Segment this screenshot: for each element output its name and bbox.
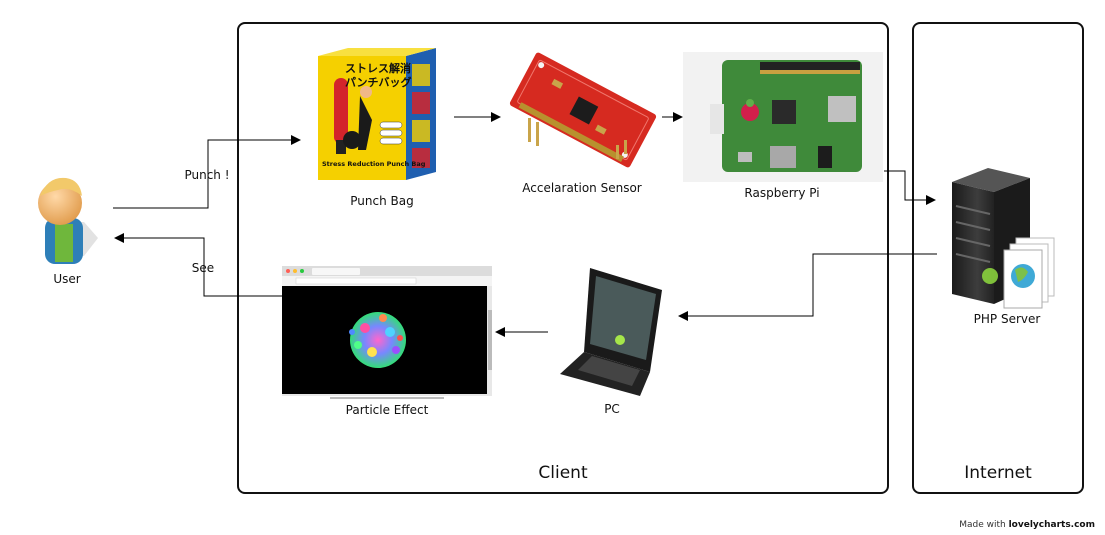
- footer-brand-link[interactable]: lovelycharts.com: [1008, 520, 1095, 530]
- edge-label-punch: Punch !: [184, 168, 230, 182]
- internet-group: [912, 22, 1084, 494]
- edge-user-to-punch-bag: [113, 135, 301, 209]
- client-group-title: Client: [538, 463, 588, 483]
- user-label: User: [53, 272, 81, 286]
- pc-label: PC: [604, 402, 620, 416]
- punch-bag-label: Punch Bag: [350, 194, 414, 208]
- edge-label-see: See: [191, 261, 215, 275]
- edge-particle-to-user: [114, 233, 282, 297]
- server-label: PHP Server: [973, 312, 1041, 326]
- footer-credit: Made with lovelycharts.com: [959, 520, 1095, 530]
- server-image: [952, 168, 1055, 309]
- box-en-title: Stress Reduction Punch Bag: [322, 160, 426, 168]
- edge-server-to-pc: [678, 253, 937, 321]
- raspberry-label: Raspberry Pi: [744, 186, 820, 200]
- footer-prefix: Made with: [959, 520, 1006, 530]
- particle-label: Particle Effect: [345, 403, 429, 417]
- client-group: [237, 22, 889, 494]
- pc-laptop-image: [560, 268, 662, 396]
- box-jp-title-2: パンチバッグ: [345, 75, 412, 89]
- raspberry-pi-image: [683, 52, 883, 182]
- user-icon: [38, 177, 98, 264]
- punch-bag-image: ストレス解消 パンチバッグ Stress Reduction Punch Bag: [312, 48, 452, 190]
- sensor-label: Accelaration Sensor: [522, 181, 642, 195]
- internet-group-title: Internet: [964, 463, 1032, 483]
- box-jp-title-1: ストレス解消: [345, 61, 411, 75]
- sensor-image: [509, 52, 657, 168]
- edge-raspberry-to-server: [884, 170, 936, 205]
- particle-effect-image: [282, 266, 492, 399]
